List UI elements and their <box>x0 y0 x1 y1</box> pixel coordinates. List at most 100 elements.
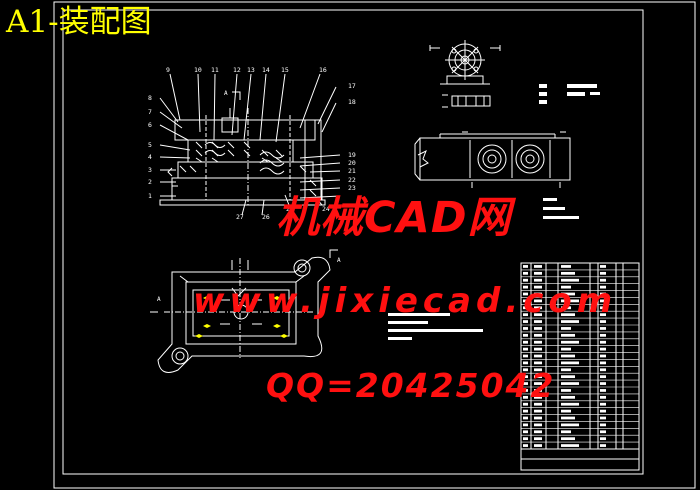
view-mark-a-left: A <box>157 296 161 303</box>
view-mark-a-right: A <box>337 257 341 264</box>
parts-list-cell-mark <box>600 340 606 344</box>
parts-list-cell-mark <box>561 292 575 296</box>
parts-list-cell-mark <box>600 327 606 330</box>
parts-list-cell-mark <box>600 285 606 289</box>
balloon-1: 1 <box>148 192 152 200</box>
parts-list-cell-mark <box>600 389 606 392</box>
balloon-13: 13 <box>247 66 255 74</box>
parts-list-cell-mark <box>561 285 571 289</box>
parts-list-cell-mark <box>534 320 542 323</box>
parts-list-cell-mark <box>534 333 542 337</box>
balloon-16: 16 <box>319 66 327 74</box>
parts-list-cell-mark <box>600 409 606 413</box>
drawing-title: A1-装配图 <box>6 4 152 40</box>
parts-list-cell-mark <box>534 423 542 427</box>
parts-list-cell-mark <box>523 320 528 323</box>
sheet-inner-border <box>62 9 644 475</box>
parts-list-cell-mark <box>600 271 606 275</box>
parts-list-cell-mark <box>534 306 542 310</box>
side-view <box>414 131 571 188</box>
balloon-24: 24 <box>322 205 330 213</box>
parts-list-cell-mark <box>561 375 575 379</box>
balloon-7: 7 <box>148 108 152 116</box>
parts-list-cell-mark <box>523 292 528 296</box>
plan-view-labels: A A <box>157 257 341 303</box>
detail-view-top <box>429 40 501 108</box>
parts-list-cell-mark <box>523 395 528 399</box>
watermark-site-name: 机械CAD网 <box>276 193 512 243</box>
parts-list-cell-mark <box>534 382 542 385</box>
parts-list-cell-mark <box>534 409 542 413</box>
parts-list-cell-mark <box>561 395 575 399</box>
balloon-21: 21 <box>348 167 356 175</box>
watermark-qq: QQ=20425042 <box>266 366 556 405</box>
parts-list-cell-mark <box>534 402 542 406</box>
parts-list-cell-mark <box>561 402 579 406</box>
balloon-18: 18 <box>348 98 356 106</box>
parts-list-cell-mark <box>600 368 606 372</box>
parts-list-cell-mark <box>561 265 571 268</box>
balloon-22: 22 <box>348 176 356 184</box>
parts-list-rows <box>521 265 639 447</box>
balloon-19: 19 <box>348 151 356 159</box>
parts-list-cell-mark <box>600 395 606 399</box>
balloon-11: 11 <box>211 66 219 74</box>
parts-list-cell-mark <box>523 327 528 330</box>
parts-list-cell-mark <box>523 409 528 413</box>
spec-notes-middle <box>388 313 483 340</box>
parts-list-cell-mark <box>561 416 575 420</box>
parts-list-cell-mark <box>561 423 579 427</box>
plan-view <box>150 249 338 373</box>
parts-list-cell-mark <box>561 340 579 344</box>
parts-list-cell-mark <box>534 354 542 358</box>
parts-list-cell-mark <box>600 292 606 296</box>
parts-list-cell-mark <box>561 313 575 317</box>
balloon-27: 27 <box>236 213 244 221</box>
parts-list-cell-mark <box>523 340 528 344</box>
spec-notes-top <box>539 84 600 104</box>
parts-list-cell-mark <box>600 423 606 427</box>
balloon-5: 5 <box>148 141 152 149</box>
parts-list-cell-mark <box>523 368 528 372</box>
parts-list-cell-mark <box>534 430 542 434</box>
parts-list-cell-mark <box>534 395 542 399</box>
parts-list-cell-mark <box>561 437 575 441</box>
parts-list-cell-mark <box>561 278 579 282</box>
parts-list-cell-mark <box>600 299 606 303</box>
parts-list-cell-mark <box>523 354 528 358</box>
balloon-26: 26 <box>262 213 270 221</box>
parts-list-cell-mark <box>523 423 528 427</box>
parts-list-cell-mark <box>561 320 579 323</box>
parts-list-cell-mark <box>561 299 579 303</box>
parts-list-cell-mark <box>600 313 606 317</box>
parts-list-cell-mark <box>523 333 528 337</box>
balloon-8: 8 <box>148 94 152 102</box>
parts-list-cell-mark <box>561 361 579 365</box>
parts-list-cell-mark <box>534 416 542 420</box>
balloon-20: 20 <box>348 159 356 167</box>
parts-list-cell-mark <box>600 375 606 379</box>
parts-list-cell-mark <box>534 271 542 275</box>
parts-list-cell-mark <box>600 306 606 310</box>
parts-list-cell-mark <box>561 430 571 434</box>
parts-list-cell-mark <box>523 444 528 447</box>
parts-list-cell-mark <box>534 375 542 379</box>
balloon-6: 6 <box>148 121 152 129</box>
balloon-3: 3 <box>148 166 152 174</box>
parts-list-cell-mark <box>534 327 542 330</box>
parts-list-cell-mark <box>561 354 575 358</box>
balloon-9: 9 <box>166 66 170 74</box>
watermark-url: www.jixiecad.com <box>193 281 618 321</box>
parts-list-cell-mark <box>523 306 528 310</box>
balloon-4: 4 <box>148 153 152 161</box>
parts-list-cell-mark <box>523 375 528 379</box>
balloon-12: 12 <box>233 66 241 74</box>
parts-list-cell-mark <box>561 347 571 351</box>
parts-list-cell-mark <box>561 382 579 385</box>
balloon-14: 14 <box>262 66 270 74</box>
parts-list-cell-mark <box>534 340 542 344</box>
parts-list-cell-mark <box>600 444 606 447</box>
parts-list-cell-mark <box>523 402 528 406</box>
